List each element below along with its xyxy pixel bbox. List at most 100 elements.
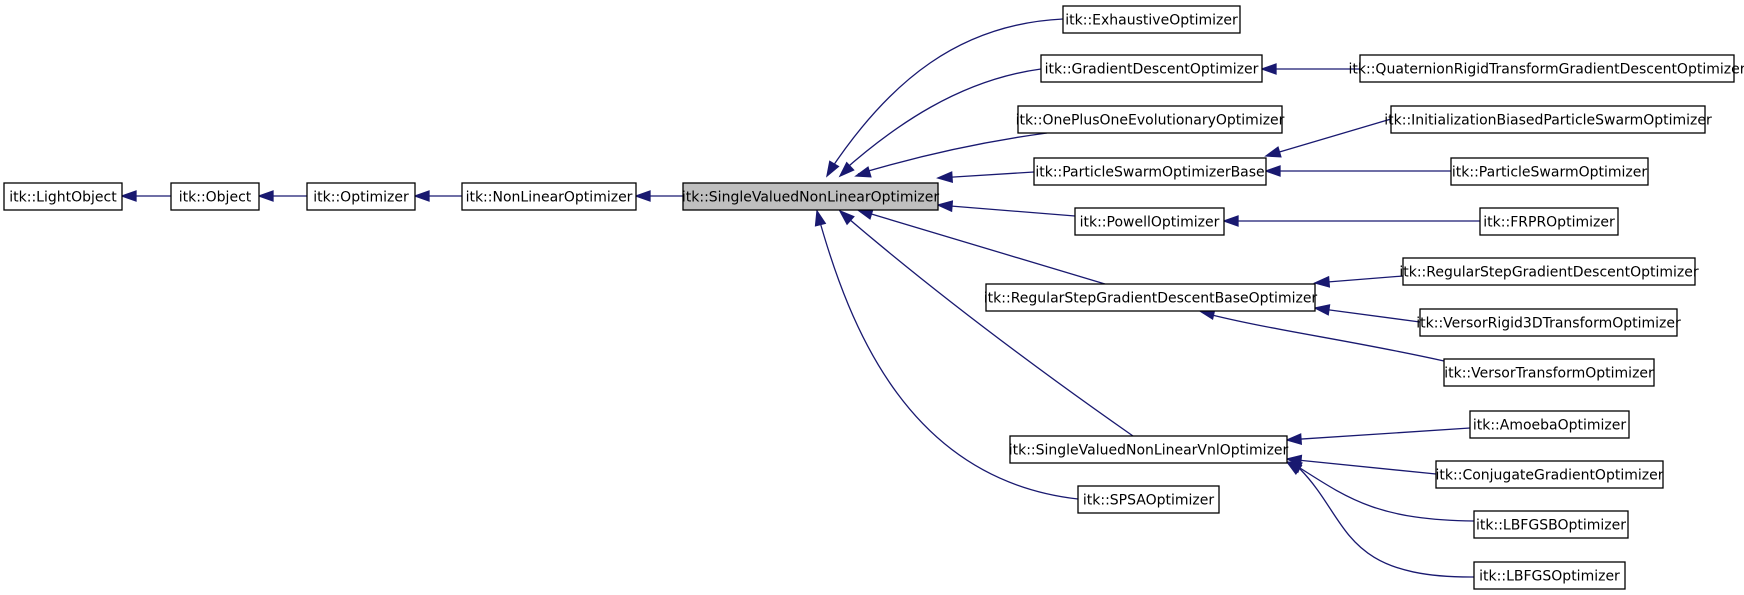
class-nodes: itk::LightObject itk::Object itk::Optimize…: [3, 5, 1744, 590]
inheritance-edge-versor-to-rsgdbase: [1198, 308, 1445, 362]
inheritance-edge-pso-to-psobase: [1264, 165, 1451, 177]
arrowhead-icon: [856, 208, 874, 220]
class-node-quaternion[interactable]: itk::QuaternionRigidTransformGradientDes…: [1349, 54, 1744, 83]
class-node-label: itk::VersorTransformOptimizer: [1444, 366, 1654, 382]
class-node-box: [1479, 207, 1619, 236]
class-node-box: [1077, 485, 1220, 514]
class-node-box: [1040, 54, 1263, 83]
inheritance-edge-frpr-to-powell: [1222, 215, 1480, 227]
class-node-lbfgsb[interactable]: itk::LBFGSBOptimizer: [1473, 510, 1629, 539]
class-node-spsa[interactable]: itk::SPSAOptimizer: [1077, 485, 1220, 514]
arrowhead-icon: [936, 171, 953, 183]
inheritance-edge-optimizer-to-object: [257, 190, 307, 202]
arrowhead-icon: [1222, 215, 1239, 227]
arrowhead-icon: [814, 209, 827, 227]
class-node-label: itk::SingleValuedNonLinearOptimizer: [682, 190, 939, 206]
class-node-box: [1419, 308, 1678, 337]
class-node-label: itk::ExhaustiveOptimizer: [1065, 13, 1238, 29]
inheritance-edges: [120, 18, 1480, 578]
class-node-lbfgs[interactable]: itk::LBFGSOptimizer: [1473, 561, 1626, 590]
inheritance-edge-conjugate-to-vnl: [1285, 454, 1437, 475]
class-node-box: [1450, 157, 1649, 186]
class-node-box: [306, 182, 416, 211]
class-node-object[interactable]: itk::Object: [170, 182, 260, 211]
arrowhead-icon: [1285, 433, 1303, 445]
class-node-initbiased[interactable]: itk::InitializationBiasedParticleSwarmOp…: [1384, 105, 1712, 134]
class-node-label: itk::NonLinearOptimizer: [466, 190, 633, 206]
arrowhead-icon: [1264, 146, 1282, 158]
inheritance-edge-exhaustive-to-svnlo: [826, 18, 1064, 178]
class-node-box: [985, 283, 1316, 312]
class-node-label: itk::PowellOptimizer: [1080, 215, 1220, 231]
class-node-label: itk::RegularStepGradientDescentBaseOptim…: [984, 291, 1318, 307]
arrowhead-icon: [1313, 304, 1331, 316]
inheritance-edge-rsgdbase-to-svnlo: [856, 208, 1106, 285]
class-node-psobase[interactable]: itk::ParticleSwarmOptimizerBase: [1033, 157, 1267, 186]
class-node-exhaustive[interactable]: itk::ExhaustiveOptimizer: [1062, 5, 1241, 34]
class-node-box: [1473, 510, 1629, 539]
class-node-box: [3, 182, 123, 211]
class-node-nonlinear[interactable]: itk::NonLinearOptimizer: [461, 182, 637, 211]
inheritance-edge-versorrigid-to-rsgdbase: [1313, 304, 1421, 323]
class-node-box: [1473, 561, 1626, 590]
inheritance-edge-initbiased-to-psobase: [1264, 118, 1392, 158]
class-node-label: itk::AmoebaOptimizer: [1473, 418, 1627, 434]
arrowhead-icon: [413, 190, 430, 202]
arrowhead-icon: [854, 166, 872, 178]
inheritance-edge-gradientdescent-to-svnlo: [838, 68, 1042, 178]
inheritance-edge-psobase-to-svnlo: [936, 171, 1035, 183]
class-node-label: itk::ParticleSwarmOptimizerBase: [1035, 165, 1264, 181]
class-node-label: itk::SingleValuedNonLinearVnlOptimizer: [1009, 443, 1289, 459]
class-node-optimizer[interactable]: itk::Optimizer: [306, 182, 416, 211]
class-node-pso[interactable]: itk::ParticleSwarmOptimizer: [1450, 157, 1649, 186]
class-node-versor[interactable]: itk::VersorTransformOptimizer: [1443, 358, 1655, 387]
class-node-oneplusone[interactable]: itk::OnePlusOneEvolutionaryOptimizer: [1016, 105, 1285, 134]
class-node-vnl[interactable]: itk::SingleValuedNonLinearVnlOptimizer: [1009, 435, 1289, 464]
class-node-box: [1033, 157, 1267, 186]
class-node-label: itk::InitializationBiasedParticleSwarmOp…: [1384, 113, 1712, 129]
class-node-label: itk::GradientDescentOptimizer: [1045, 62, 1259, 78]
class-node-frpr[interactable]: itk::FRPROptimizer: [1479, 207, 1619, 236]
arrowhead-icon: [1285, 460, 1303, 476]
class-node-svnlo[interactable]: itk::SingleValuedNonLinearOptimizer: [682, 182, 939, 211]
class-node-label: itk::QuaternionRigidTransformGradientDes…: [1349, 62, 1744, 78]
class-node-box: [1017, 105, 1283, 134]
class-node-rsgdbase[interactable]: itk::RegularStepGradientDescentBaseOptim…: [984, 283, 1318, 312]
inheritance-edge-svnlo-to-nonlinear: [634, 190, 683, 202]
arrowhead-icon: [257, 190, 274, 202]
class-node-label: itk::SPSAOptimizer: [1083, 493, 1215, 509]
class-node-gradientdescent[interactable]: itk::GradientDescentOptimizer: [1040, 54, 1263, 83]
inheritance-edge-vnl-to-svnlo: [838, 209, 1134, 437]
class-node-powell[interactable]: itk::PowellOptimizer: [1074, 207, 1225, 236]
class-node-box: [1390, 105, 1706, 134]
class-node-label: itk::RegularStepGradientDescentOptimizer: [1399, 265, 1699, 281]
class-node-box: [1435, 460, 1664, 489]
class-node-box: [170, 182, 260, 211]
inheritance-edge-lbfgs-to-vnl: [1285, 460, 1475, 578]
class-node-label: itk::LightObject: [9, 190, 117, 206]
class-node-conjugate[interactable]: itk::ConjugateGradientOptimizer: [1435, 460, 1664, 489]
class-node-box: [1443, 358, 1655, 387]
class-node-label: itk::FRPROptimizer: [1483, 215, 1615, 231]
inheritance-edge-object-to-lightobject: [120, 190, 171, 202]
class-node-box: [1009, 435, 1288, 464]
class-node-box: [1074, 207, 1225, 236]
inheritance-edge-rsgd-to-rsgdbase: [1313, 275, 1404, 288]
arrowhead-icon: [1313, 275, 1331, 288]
class-node-label: itk::ParticleSwarmOptimizer: [1452, 165, 1647, 181]
arrowhead-icon: [120, 190, 137, 202]
arrowhead-icon: [634, 190, 651, 202]
class-node-box: [1359, 54, 1735, 83]
inheritance-edge-spsa-to-svnlo: [814, 209, 1079, 500]
class-node-amoeba[interactable]: itk::AmoebaOptimizer: [1469, 410, 1630, 439]
arrowhead-icon: [936, 200, 954, 213]
class-node-lightobject[interactable]: itk::LightObject: [3, 182, 123, 211]
class-node-rsgd[interactable]: itk::RegularStepGradientDescentOptimizer: [1399, 257, 1699, 286]
arrowhead-icon: [826, 160, 840, 178]
class-node-label: itk::ConjugateGradientOptimizer: [1436, 468, 1664, 484]
class-node-label: itk::Object: [179, 190, 252, 206]
class-node-box: [682, 182, 939, 211]
class-node-versorrigid[interactable]: itk::VersorRigid3DTransformOptimizer: [1416, 308, 1681, 337]
inheritance-edge-nonlinear-to-optimizer: [413, 190, 462, 202]
arrowhead-icon: [1260, 63, 1277, 75]
